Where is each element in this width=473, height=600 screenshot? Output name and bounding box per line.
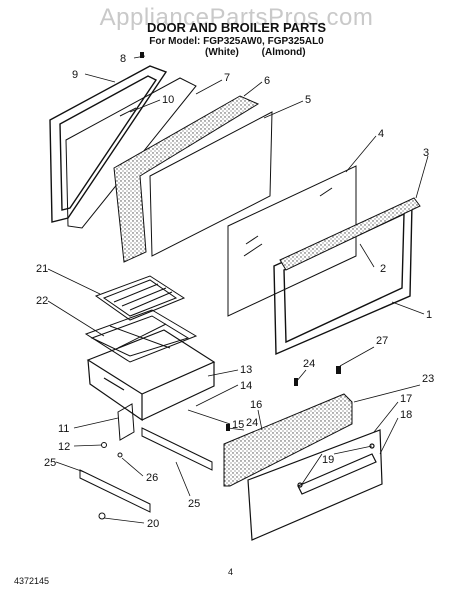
diagram-title: DOOR AND BROILER PARTS (146, 20, 327, 35)
callout-8: 8 (120, 53, 126, 65)
callout-21: 21 (36, 263, 48, 275)
callout-14: 14 (240, 380, 252, 392)
callout-25a: 25 (44, 457, 56, 469)
callout-9: 9 (72, 69, 78, 81)
callout-25b: 25 (188, 498, 200, 510)
broiler-drawer-part (86, 329, 216, 422)
outer-glass-part (227, 165, 357, 317)
callout-26: 26 (146, 472, 158, 484)
callout-16: 16 (250, 399, 262, 411)
callout-4: 4 (378, 128, 384, 140)
callout-19: 19 (322, 454, 334, 466)
footer-code: 4372145 (14, 576, 50, 586)
broiler-grid-part (94, 275, 186, 321)
callout-7: 7 (224, 72, 230, 84)
callout-24a: 24 (303, 358, 315, 370)
model-variants: (White) (Almond) (205, 47, 326, 58)
callout-leaders (47, 55, 429, 524)
door-insulation-part (113, 95, 260, 263)
callout-10: 10 (162, 94, 174, 106)
watermark: AppliancePartsPros.com (99, 4, 374, 31)
callout-22: 22 (36, 295, 48, 307)
callout-17: 17 (400, 393, 412, 405)
broiler-pan-part (84, 309, 198, 363)
variant-white: (White) (205, 47, 239, 58)
callout-15: 15 (232, 419, 244, 431)
callout-2: 2 (380, 263, 386, 275)
broiler-door-outer-part (247, 429, 383, 541)
callout-18: 18 (400, 409, 412, 421)
callout-numbers: 8 9 7 10 6 5 4 3 2 1 21 22 13 14 15 11 1… (36, 53, 434, 530)
broiler-door-insulation-part (223, 393, 353, 487)
callout-11: 11 (58, 423, 69, 435)
variant-almond: (Almond) (261, 47, 306, 58)
inner-glass-part (149, 111, 273, 257)
door-gasket-part (49, 65, 168, 223)
callout-1: 1 (426, 309, 432, 321)
callout-3: 3 (423, 147, 429, 159)
callout-24b: 24 (246, 417, 258, 429)
slide-rail-part (79, 427, 213, 520)
callout-12: 12 (58, 441, 70, 453)
callout-13: 13 (240, 364, 252, 376)
callout-5: 5 (305, 94, 311, 106)
callout-20: 20 (147, 518, 159, 530)
page-number: 4 (228, 567, 234, 577)
door-frame-part (273, 202, 413, 356)
callout-6: 6 (264, 75, 270, 87)
door-top-trim-part (279, 197, 421, 271)
callout-23: 23 (422, 373, 434, 385)
callout-27: 27 (376, 335, 388, 347)
model-line: For Model: FGP325AW0, FGP325AL0 (149, 36, 324, 47)
